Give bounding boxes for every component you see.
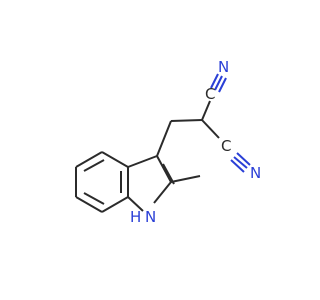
bond (101, 151, 129, 168)
ch2-bond (156, 120, 172, 157)
atom-label-n-bottom: N (250, 164, 261, 182)
atom-label-n-indole: N (145, 208, 156, 226)
bond (218, 77, 227, 93)
nitrile-bond-lower (201, 119, 220, 139)
bond (101, 196, 129, 213)
benzene-ring (75, 151, 129, 213)
triple-bond-upper (210, 73, 227, 93)
atom-label-n-top: N (218, 58, 229, 76)
bond (156, 155, 172, 183)
atom-label-h: H (130, 208, 141, 226)
double-bond-inner (162, 163, 175, 185)
pyrrole-ring (127, 155, 175, 212)
ch2-ch-bond (170, 119, 203, 122)
bond (210, 73, 219, 89)
bond (230, 159, 245, 173)
atom-label-c-top: C (205, 85, 215, 103)
double-bond-inner (83, 159, 105, 172)
nitrile-bond-upper (201, 100, 211, 121)
bond (75, 196, 103, 213)
bond (75, 151, 103, 168)
methyl-bond (170, 175, 201, 183)
bond (233, 156, 248, 169)
bond (214, 75, 223, 91)
triple-bond-lower (230, 152, 251, 173)
bond (127, 196, 144, 212)
double-bond-inner (83, 192, 105, 205)
bond (153, 181, 172, 204)
atom-label-c-bottom: C (221, 137, 231, 155)
bond (236, 152, 251, 166)
molecule-structure-diagram: N C C N H N (75, 58, 261, 226)
bond (127, 155, 158, 168)
